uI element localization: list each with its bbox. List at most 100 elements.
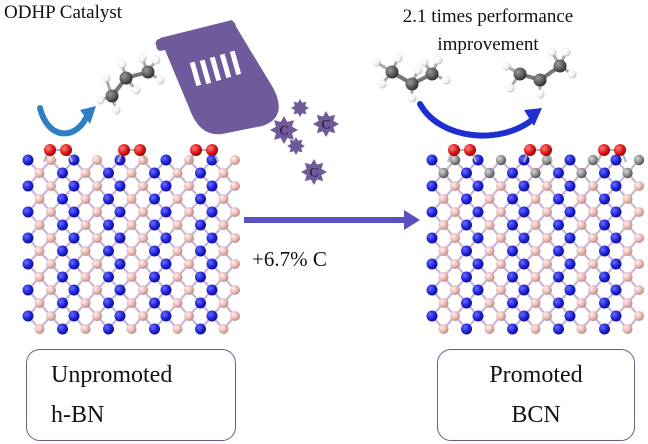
carbon-atom xyxy=(533,73,547,87)
boron-atom xyxy=(576,220,587,230)
boron-atom xyxy=(530,194,541,204)
carbon-particle xyxy=(287,137,305,155)
boron-atom xyxy=(218,220,229,230)
boron-atom xyxy=(184,233,194,243)
nitrogen-atom xyxy=(57,193,68,205)
nitrogen-atom xyxy=(114,284,126,296)
hydrogen-atom xyxy=(567,69,577,79)
boron-atom xyxy=(588,207,598,217)
boron-atom xyxy=(588,259,598,269)
hydrogen-atom xyxy=(561,47,571,57)
nitrogen-atom xyxy=(610,232,622,244)
nitrogen-atom xyxy=(57,297,68,309)
boron-atom xyxy=(542,259,552,269)
carbon-atom xyxy=(633,154,645,166)
right-panel-title: 2.1 times performance improvement xyxy=(368,3,608,59)
boron-atom xyxy=(46,207,56,217)
boron-atom xyxy=(126,168,137,178)
boron-atom xyxy=(138,311,148,321)
nitrogen-atom xyxy=(564,310,576,322)
boron-atom xyxy=(126,324,137,334)
right-title-line1: 2.1 times performance xyxy=(402,6,574,27)
nitrogen-atom xyxy=(160,180,172,192)
propylene-molecule xyxy=(501,47,577,99)
boron-atom xyxy=(622,272,633,282)
oxygen-atom xyxy=(190,144,202,156)
nitrogen-atom xyxy=(461,219,472,231)
nitrogen-atom xyxy=(57,167,68,179)
nitrogen-atom xyxy=(553,167,564,179)
boron-atom xyxy=(588,181,598,191)
nitrogen-atom xyxy=(518,180,530,192)
transition-arrow xyxy=(244,210,420,230)
nitrogen-atom xyxy=(160,258,172,270)
boron-atom xyxy=(496,233,506,243)
carbon-atom xyxy=(405,77,419,91)
nitrogen-atom xyxy=(114,180,126,192)
boron-atom xyxy=(530,324,541,334)
oxygen-atom xyxy=(598,144,610,156)
boron-atom xyxy=(34,246,45,256)
nitrogen-atom xyxy=(564,232,576,244)
nitrogen-atom xyxy=(103,271,114,283)
nitrogen-atom xyxy=(149,297,160,309)
nitrogen-atom xyxy=(103,245,114,257)
carbon-atom xyxy=(513,67,527,81)
boron-atom xyxy=(126,298,137,308)
nitrogen-atom xyxy=(507,167,518,179)
nitrogen-atom xyxy=(195,323,206,335)
hydrogen-atom xyxy=(501,61,511,71)
carbon-atom xyxy=(105,89,119,103)
boron-atom xyxy=(184,259,194,269)
boron-atom xyxy=(576,194,587,204)
boron-atom xyxy=(438,246,449,256)
nitrogen-atom xyxy=(149,323,160,335)
oxygen-atom xyxy=(540,144,552,156)
oxygen-atom xyxy=(44,144,56,156)
curved-arrow-left xyxy=(37,105,96,137)
carbon-atom xyxy=(495,154,507,166)
nitrogen-atom xyxy=(114,232,126,244)
nitrogen-atom xyxy=(103,323,114,335)
boron-atom xyxy=(184,311,194,321)
nitrogen-atom xyxy=(507,245,518,257)
nitrogen-atom xyxy=(553,245,564,257)
promoted-label: Promoted xyxy=(489,362,583,388)
nitrogen-atom xyxy=(57,219,68,231)
boron-atom xyxy=(218,298,229,308)
boron-atom xyxy=(80,298,91,308)
boron-atom xyxy=(172,220,183,230)
nitrogen-atom xyxy=(68,180,80,192)
boron-atom xyxy=(484,324,495,334)
nitrogen-atom xyxy=(599,271,610,283)
boron-atom xyxy=(172,272,183,282)
boron-atom xyxy=(172,324,183,334)
boron-atom xyxy=(438,220,449,230)
carbon-atom xyxy=(576,167,587,179)
nitrogen-atom xyxy=(160,232,172,244)
hydrogen-atom xyxy=(393,53,403,63)
nitrogen-atom xyxy=(68,284,80,296)
boron-atom xyxy=(588,311,598,321)
boron-atom xyxy=(530,298,541,308)
boron-atom xyxy=(218,324,229,334)
nitrogen-atom xyxy=(461,245,472,257)
boron-atom xyxy=(172,298,183,308)
nitrogen-atom xyxy=(472,284,484,296)
boron-atom xyxy=(622,246,633,256)
boron-atom xyxy=(138,207,148,217)
nitrogen-atom xyxy=(114,154,126,166)
nitrogen-atom xyxy=(195,167,206,179)
nitrogen-atom xyxy=(22,232,34,244)
star-icon xyxy=(270,116,298,144)
hydrogen-atom xyxy=(505,83,515,93)
boron-atom xyxy=(496,285,506,295)
carbon-atom xyxy=(425,67,439,81)
oxygen-dimer xyxy=(117,144,147,163)
oxygen-atom xyxy=(464,144,476,156)
nitrogen-atom xyxy=(160,154,172,166)
hydrogen-atom xyxy=(371,57,381,67)
carbon-atom xyxy=(530,167,541,179)
hydrogen-atom xyxy=(111,105,121,115)
